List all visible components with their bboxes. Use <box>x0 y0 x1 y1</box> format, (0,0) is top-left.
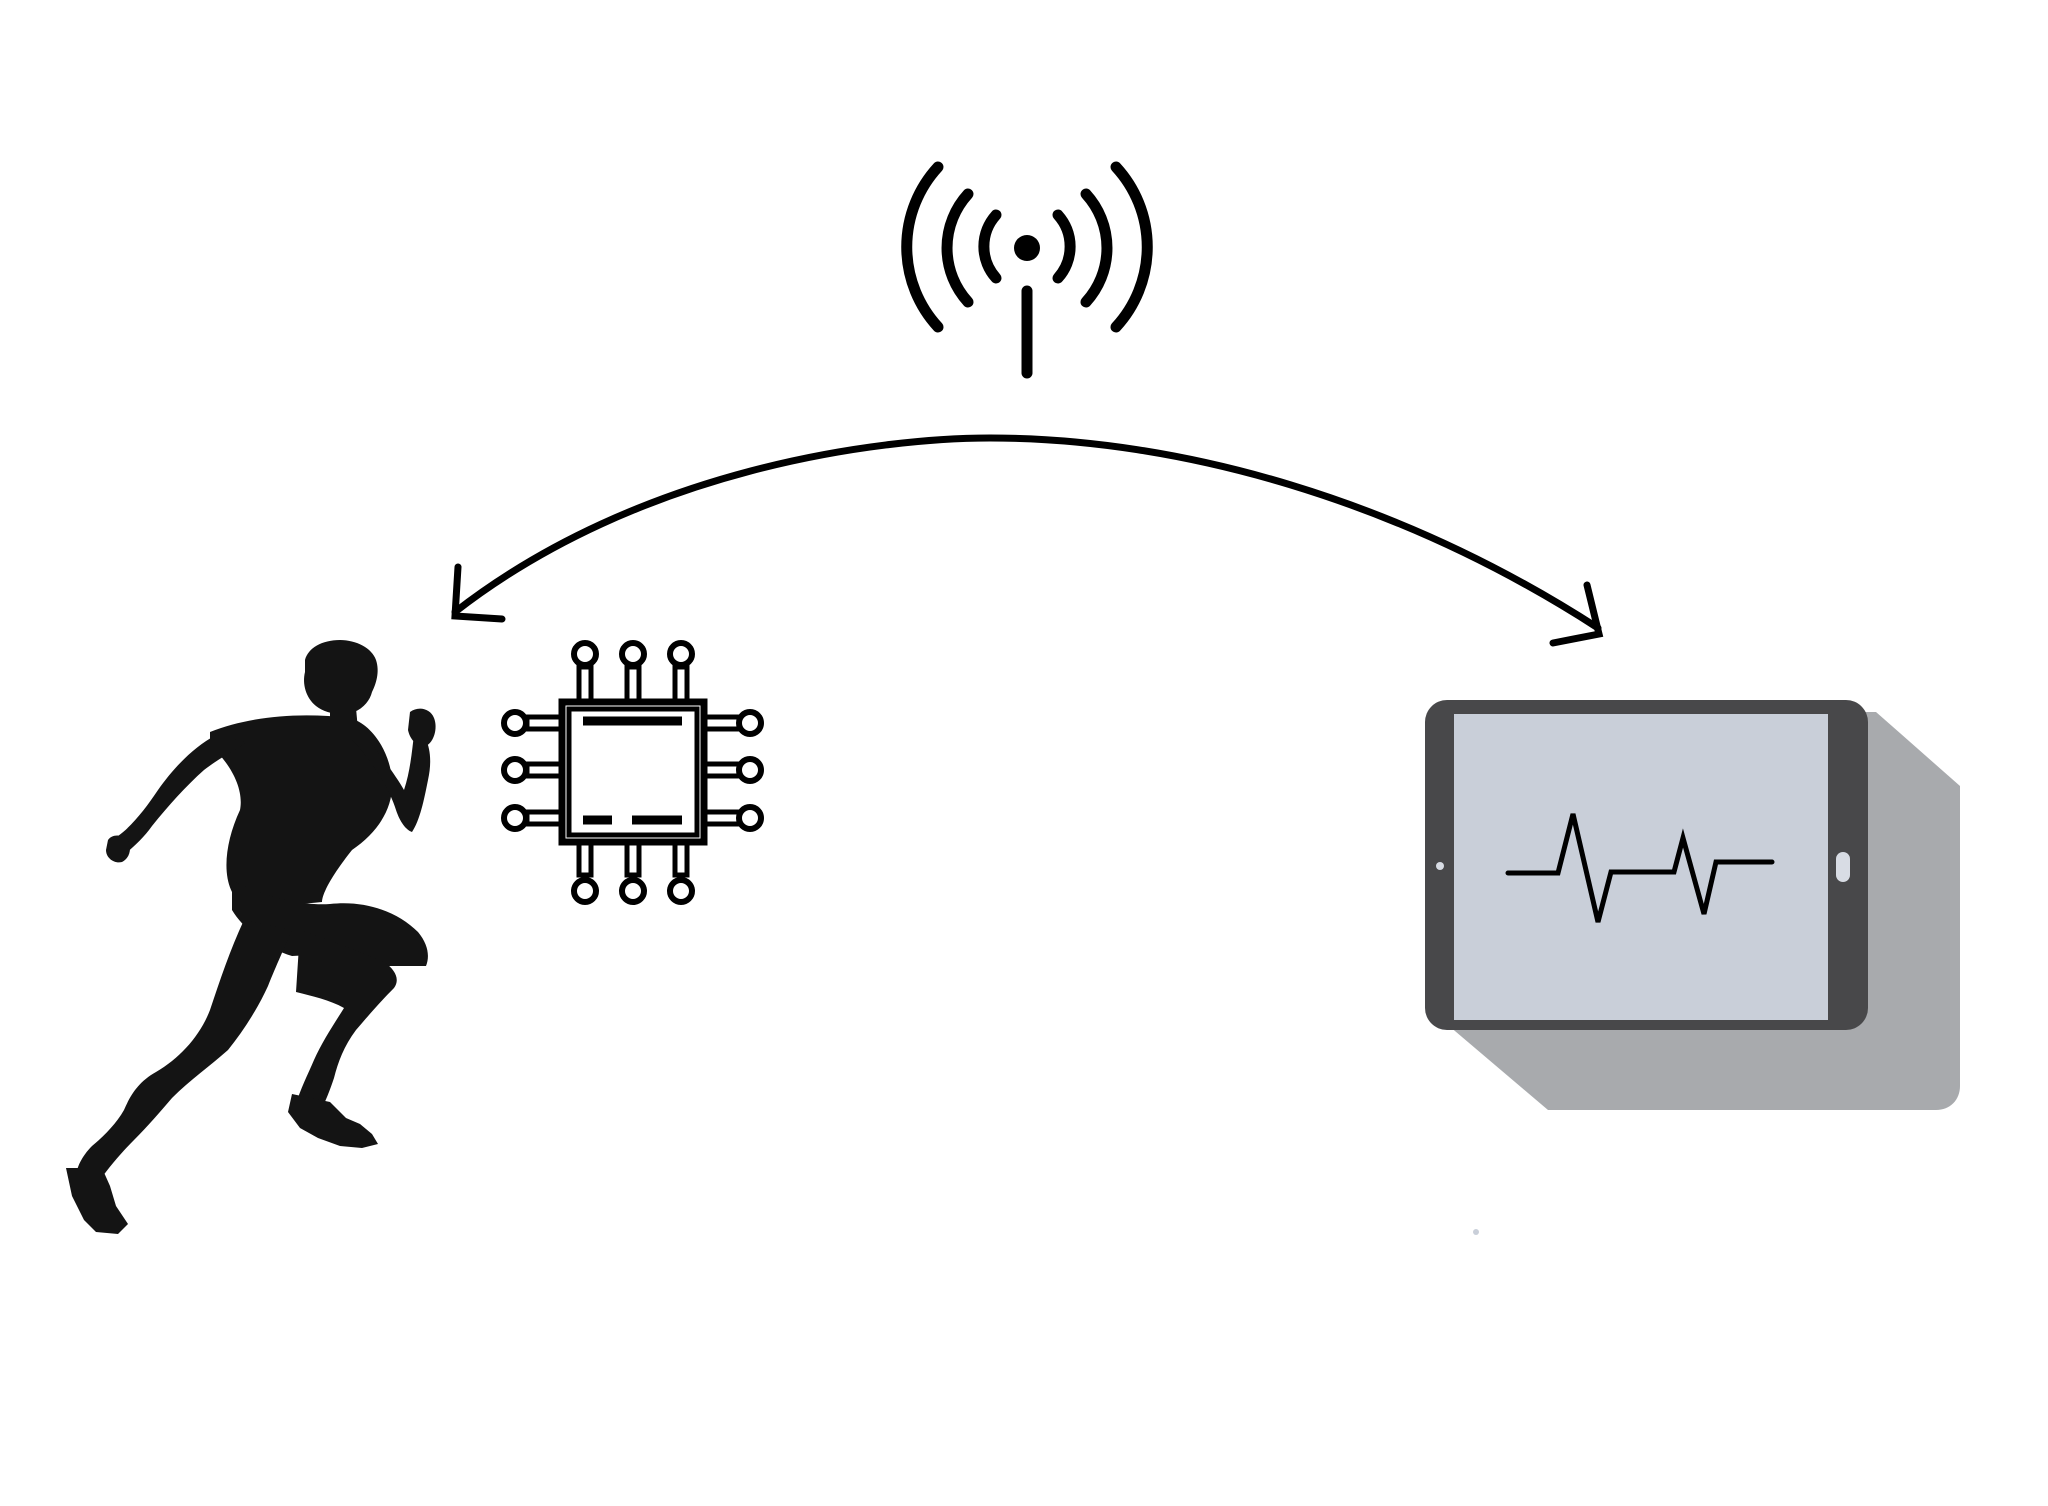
arrow-head-left <box>451 563 506 623</box>
chip-bottom-pins <box>571 839 695 905</box>
data-transfer-arrow <box>451 434 1604 647</box>
arrow-head-right <box>1549 581 1604 647</box>
arrow-curve <box>451 434 1602 632</box>
tablet-home-button <box>1836 852 1850 882</box>
runner-silhouette-icon <box>66 640 436 1234</box>
wireless-antenna-icon <box>901 161 1153 379</box>
chip-top-pins <box>571 640 695 705</box>
chip-right-pins <box>701 709 764 832</box>
tablet-icon <box>1425 700 1960 1110</box>
stray-dot <box>1473 1229 1479 1235</box>
heartbeat-waveform-icon <box>1505 813 1775 923</box>
chip-left-pins <box>501 709 565 832</box>
tablet-camera <box>1436 862 1444 870</box>
microchip-icon <box>501 640 764 905</box>
tablet-screen <box>1454 714 1828 1020</box>
